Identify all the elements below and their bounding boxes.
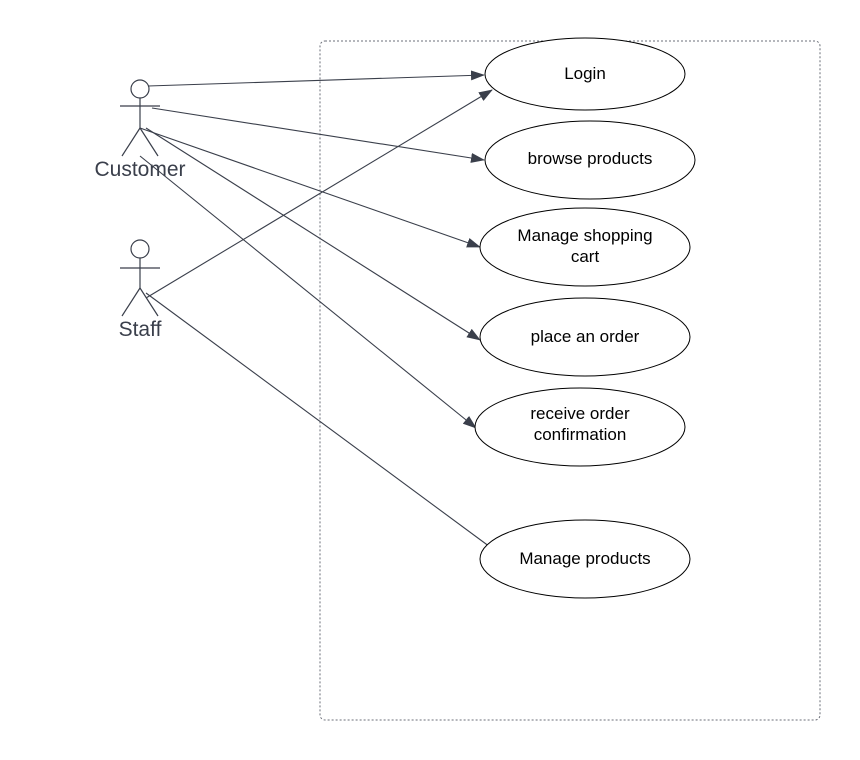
actor-customer-head (130, 79, 150, 99)
association-customer-to-receive-order-confirmation (139, 155, 477, 429)
association-staff-to-manage-products (145, 292, 506, 559)
use-case-place-an-order-ellipse (479, 297, 691, 377)
association-customer-to-login (147, 70, 485, 87)
use-case-browse-products-label: browse products (528, 149, 653, 168)
actor-customer-right-leg (139, 127, 159, 157)
use-case-login-label: Login (564, 64, 606, 83)
use-case-manage-shopping-cart-label-line1: Manage shopping (517, 226, 652, 245)
association-customer-to-manage-shopping-cart (139, 127, 481, 248)
use-case-manage-products-label: Manage products (519, 549, 650, 568)
use-case-browse-products-ellipse (484, 120, 696, 200)
use-case-receive-order-confirmation-label-line2: confirmation (534, 425, 627, 444)
actor-staff[interactable]: Staff (119, 239, 162, 341)
actor-customer-left-leg (121, 127, 141, 157)
association-customer-to-browse-products (151, 107, 485, 163)
association-staff-to-login (145, 89, 493, 299)
use-case-place-an-order-label: place an order (531, 327, 640, 346)
actor-customer[interactable]: Customer (94, 79, 186, 181)
actor-staff-label: Staff (119, 318, 162, 341)
use-case-receive-order-confirmation-label-line1: receive order (530, 404, 630, 423)
use-case-manage-products-ellipse (479, 519, 691, 599)
use-case-browse-products[interactable]: browse products (484, 120, 696, 200)
use-case-manage-shopping-cart-label-line2: cart (571, 247, 600, 266)
use-case-receive-order-confirmation-ellipse (474, 387, 686, 467)
actor-staff-right-leg (139, 287, 159, 317)
use-case-manage-shopping-cart[interactable]: Manage shopping cart (479, 207, 691, 287)
use-case-place-an-order[interactable]: place an order (479, 297, 691, 377)
use-case-receive-order-confirmation[interactable]: receive order confirmation (474, 387, 686, 467)
actor-customer-label: Customer (94, 158, 185, 181)
actor-staff-head (130, 239, 150, 259)
associations (139, 70, 506, 559)
association-customer-to-place-an-order (145, 127, 481, 341)
actor-staff-left-leg (121, 287, 141, 317)
use-case-manage-products[interactable]: Manage products (479, 519, 691, 599)
use-case-login-ellipse (484, 37, 686, 111)
use-case-login[interactable]: Login (484, 37, 686, 111)
use-case-manage-shopping-cart-ellipse (479, 207, 691, 287)
